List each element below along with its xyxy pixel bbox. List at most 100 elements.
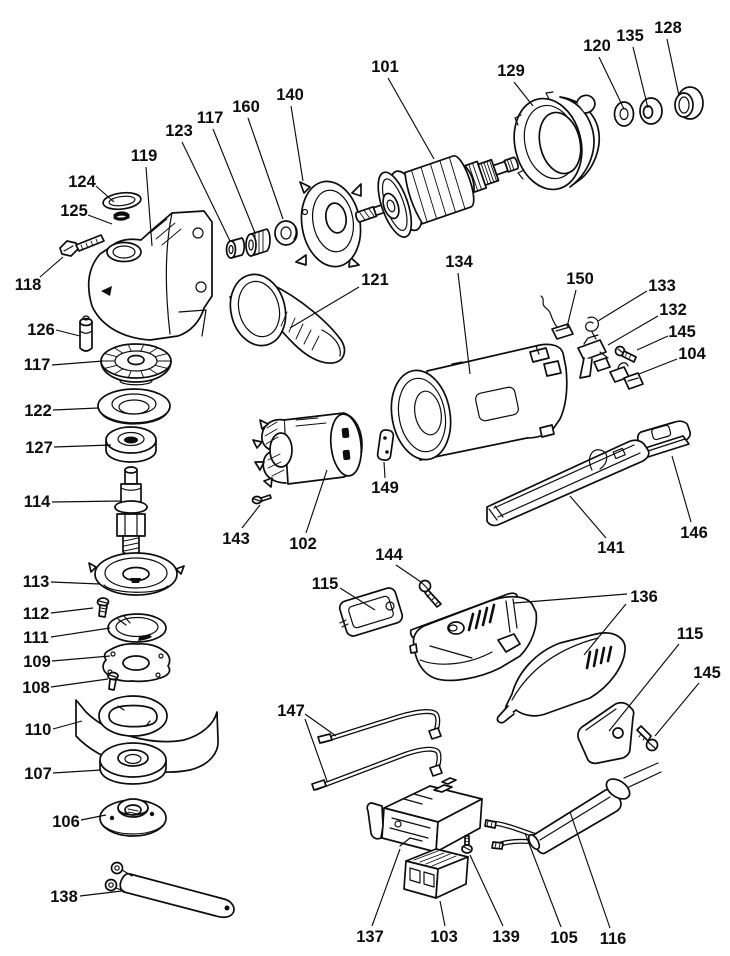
leader-line-147 [304,713,337,737]
part-label-124: 124 [68,173,96,191]
part-label-125: 125 [60,202,88,220]
leader-line-120 [598,56,625,110]
part-label-134: 134 [445,253,473,271]
part-label-102: 102 [289,535,317,553]
part-116-cord-protector [527,762,662,855]
part-label-138: 138 [50,888,78,906]
part-label-108: 108 [22,679,50,697]
part-117-bevel-gear [100,343,172,386]
leader-line-129 [513,81,534,107]
part-label-146: 146 [680,524,708,542]
part-119-gear-housing [87,210,213,341]
part-147-wire-upper [317,709,442,744]
part-label-112: 112 [23,605,50,623]
part-label-122: 122 [24,402,52,420]
leader-line-110 [52,720,83,730]
part-115-cover-plate [577,701,635,765]
part-label-144: 144 [375,546,403,564]
leader-line-145 [654,682,700,737]
leader-line-143 [241,504,261,529]
part-label-137: 137 [356,928,384,946]
leader-line-127 [53,444,112,448]
part-123-sleeve [225,237,246,259]
part-label-114: 114 [24,493,51,511]
part-label-150: 150 [566,270,594,288]
part-120-washer [613,101,635,127]
leader-line-102 [305,469,328,534]
part-135-bearing [639,97,663,125]
part-107-backing-flange [99,742,167,785]
part-140-bearing-retainer [295,180,362,268]
part-146-slide-button [636,420,692,458]
leader-line-134 [457,272,471,375]
leader-line-124 [95,185,115,203]
part-136-housing-upper [409,592,538,682]
part-label-149: 149 [371,479,399,497]
leader-line-137 [371,848,401,927]
leader-line-106 [80,814,107,821]
leader-line-109 [51,655,111,662]
leader-line-149 [383,461,386,479]
leader-line-117 [212,128,256,234]
part-112-screw [96,597,110,618]
part-101-armature [355,155,519,238]
part-label-145: 145 [693,664,721,682]
part-label-143: 143 [222,530,250,548]
part-label-117: 117 [24,356,51,374]
part-label-104: 104 [678,345,706,363]
leader-line-108 [50,678,109,688]
part-label-140: 140 [276,86,304,104]
part-138-wrench [104,861,235,919]
part-label-126: 126 [27,321,55,339]
part-141-slide-bar [486,439,650,527]
leader-line-125 [87,214,113,225]
part-147-wire-lower [311,746,443,791]
leader-line-150 [566,289,577,328]
part-103-switch-block [403,848,469,899]
part-127-bearing [105,426,157,463]
part-122-washer [97,388,171,425]
leader-line-136 [513,593,628,604]
part-114-spindle [114,466,148,556]
part-label-135: 135 [616,27,644,45]
leader-line-116 [569,811,611,929]
part-label-145: 145 [668,323,696,341]
part-129-bearing-cap [513,91,601,191]
part-label-109: 109 [23,653,51,671]
part-132-brush-holder [577,334,611,379]
leader-line-140 [290,105,304,182]
part-label-121: 121 [361,271,389,289]
part-126-pin [79,315,93,352]
part-109-flange-plate [102,642,171,683]
leader-line-136 [583,603,627,656]
part-label-120: 120 [583,37,611,55]
part-label-119: 119 [131,147,158,165]
part-label-128: 128 [654,19,682,37]
part-118-screw [59,234,105,257]
leader-line-123 [181,141,231,242]
leader-line-122 [52,407,99,411]
part-124-oring [102,191,142,211]
leader-line-145 [636,335,669,351]
part-label-111: 111 [23,629,49,647]
part-121-side-handle [229,273,346,364]
part-label-101: 101 [371,58,399,76]
leader-line-115 [608,643,680,732]
part-label-116: 116 [600,930,627,948]
part-133-brush-spring [585,316,599,340]
leader-line-160 [247,117,284,220]
leader-line-119 [145,166,153,247]
part-label-117: 117 [197,109,224,127]
part-label-106: 106 [52,813,80,831]
leader-line-121 [289,286,360,329]
part-label-133: 133 [648,277,676,295]
leader-line-104 [638,358,678,375]
part-106-clamp-nut [99,798,167,837]
leader-line-126 [55,329,81,337]
part-label-132: 132 [659,301,687,319]
leader-line-118 [39,256,64,278]
part-label-113: 113 [23,573,50,591]
part-label-105: 105 [550,929,578,947]
